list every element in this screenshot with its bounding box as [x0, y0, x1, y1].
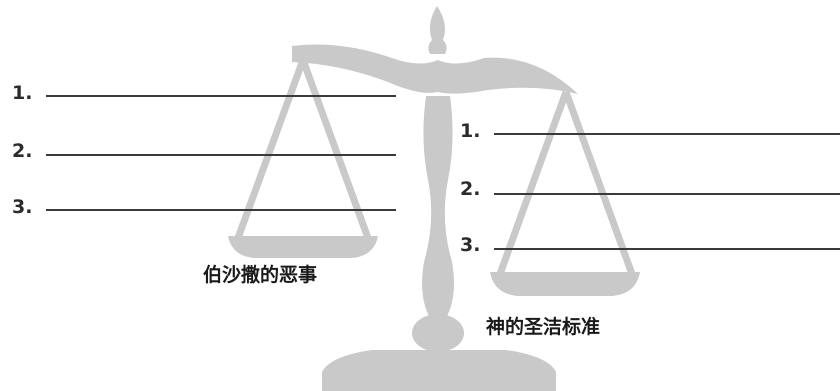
left-answer-line-2[interactable]	[46, 154, 396, 156]
right-pan-dish	[490, 272, 640, 296]
right-answer-line-1[interactable]	[494, 133, 840, 135]
right-item-number-3: 3.	[460, 234, 481, 256]
left-answer-line-3[interactable]	[46, 209, 396, 211]
scale-finial	[428, 6, 447, 54]
left-pan-strings	[234, 58, 372, 240]
left-item-number-3: 3.	[12, 196, 33, 218]
right-item-number-2: 2.	[460, 178, 481, 200]
scale-base	[322, 350, 556, 391]
left-item-number-2: 2.	[12, 140, 33, 162]
right-item-number-1: 1.	[460, 120, 481, 142]
left-pan-dish	[228, 236, 378, 258]
right-pan-caption: 神的圣洁标准	[486, 316, 601, 338]
right-answer-line-2[interactable]	[494, 193, 840, 195]
left-item-number-1: 1.	[12, 82, 33, 104]
left-pan-caption: 伯沙撒的恶事	[203, 264, 318, 286]
right-answer-line-3[interactable]	[494, 248, 840, 250]
left-answer-line-1[interactable]	[46, 95, 396, 97]
scale-stem	[422, 96, 454, 318]
scale-knob	[412, 314, 464, 352]
scale-beam	[292, 44, 578, 94]
right-pan-strings	[496, 90, 636, 276]
